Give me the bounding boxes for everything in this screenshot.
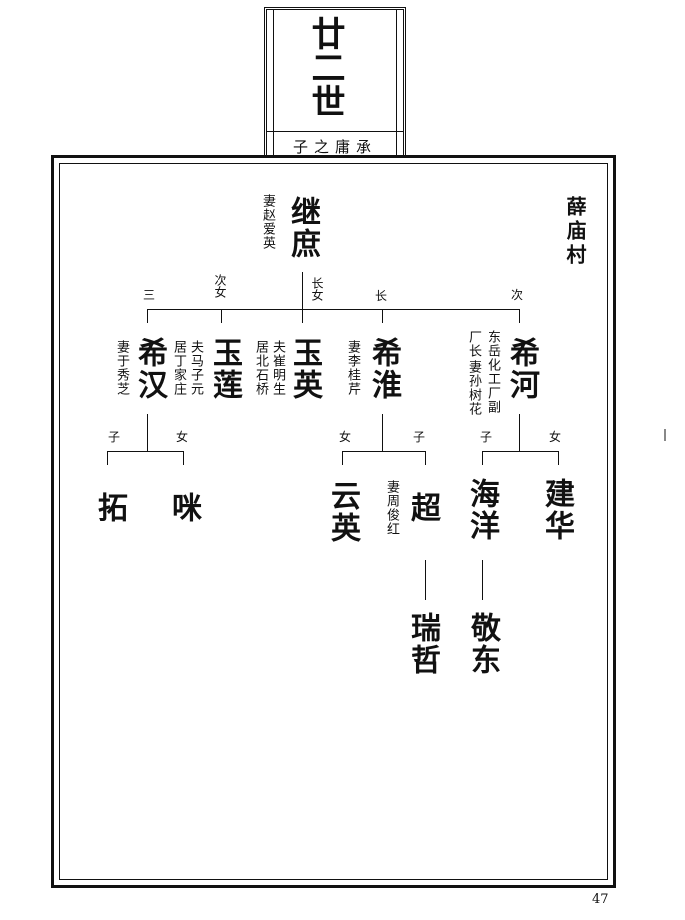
tree-drop-yun-ying [342,451,343,465]
tree-drop-hai-yang [482,451,483,465]
order-label-ci: 次 [511,288,524,302]
order-label-zhang: 长 [375,289,388,303]
tree-line-he-down [519,414,520,452]
tree-drop-xi-huai [382,309,383,323]
spouse-xi-huai: 妻李桂芹 [345,340,360,396]
scan-edge-mark [664,429,666,441]
tree-drop-xi-he [519,309,520,323]
note-xi-he-job: 东岳化工厂副 [485,330,500,414]
tree-line-root-down [302,272,303,310]
tree-drop-chao [425,451,426,465]
spouse-chao: 妻周俊红 [384,480,399,536]
person-rui-zhe: 瑞哲 [405,612,440,676]
spouse-xi-he: 妻孙树花 [466,360,481,416]
label-he-zi: 子 [480,430,493,444]
residence-yu-ying: 居北石桥 [253,340,268,396]
residence-yu-lian: 居丁家庄 [171,340,186,396]
person-hai-yang: 海洋 [464,478,499,542]
tree-drop-yu-lian [221,309,222,323]
tree-line-han-down [147,414,148,452]
tree-drop-xi-han [147,309,148,323]
tree-drop-tuo [107,451,108,465]
tree-drop-mi [183,451,184,465]
person-xi-huai: 希淮 [366,337,401,401]
tree-line-children-bar [147,309,520,310]
person-mi: 咪 [166,492,201,524]
person-tuo: 拓 [92,492,127,524]
person-xi-he: 希河 [504,337,539,401]
husband-yu-lian: 夫马子元 [188,340,203,396]
person-ji-shu: 继庶 [285,196,320,260]
generation-box: 廿二世 子之庸承 [264,7,406,156]
gen-box-inner-left-rule [273,10,274,156]
husband-yu-ying: 夫崔明生 [270,340,285,396]
gen-subtitle-rule [267,131,403,132]
note-xi-he-title: 厂长 [466,330,481,358]
person-yun-ying: 云英 [325,480,360,544]
page-number: 47 [592,892,609,907]
tree-line-huai-bar [342,451,426,452]
generation-subtitle: 子之庸承 [292,138,377,156]
person-yu-ying: 玉英 [287,337,322,401]
person-yu-lian: 玉莲 [207,337,242,401]
person-xi-han: 希汉 [132,337,167,401]
spouse-ji-shu: 妻赵爱英 [260,194,275,250]
order-label-ci-nv: 次女 [213,274,227,298]
tree-line-hai-yang-down [482,560,483,600]
spouse-xi-han: 妻于秀芝 [114,340,129,396]
tree-drop-yu-ying [302,309,303,323]
label-han-nv: 女 [176,430,189,444]
page-frame [51,155,616,888]
order-label-san: 三 [143,288,156,302]
label-huai-zi: 子 [413,430,426,444]
tree-line-chao-down [425,560,426,600]
tree-line-huai-down [382,414,383,452]
order-label-zhang-nv: 长女 [310,277,324,301]
label-he-nv: 女 [549,430,562,444]
tree-line-han-bar [107,451,184,452]
person-jing-dong: 敬东 [465,612,500,676]
village-name: 薛庙村 [563,196,587,268]
label-han-zi: 子 [108,430,121,444]
page-frame-inner [59,163,608,880]
person-jian-hua: 建华 [539,478,574,542]
generation-title: 廿二世 [305,16,345,118]
tree-line-he-bar [482,451,559,452]
gen-box-inner-right-rule [396,10,397,156]
tree-drop-jian-hua [558,451,559,465]
person-chao: 超 [405,492,440,524]
label-huai-nv: 女 [339,430,352,444]
